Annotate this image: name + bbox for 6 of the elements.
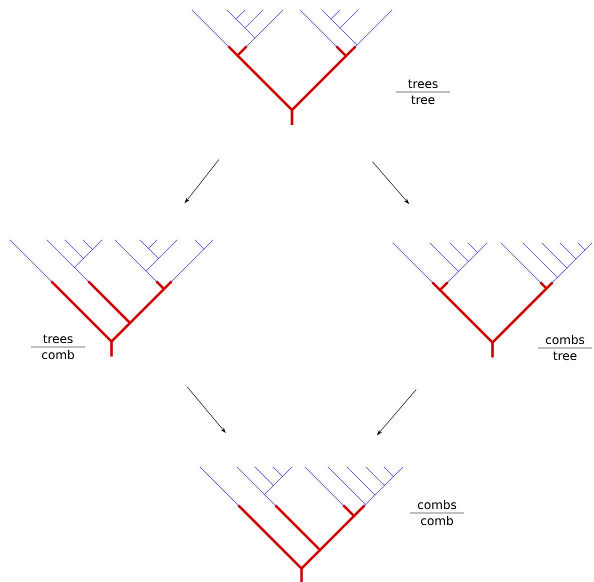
fraction-label: trees tree (396, 80, 450, 104)
fraction-label: trees comb (30, 334, 86, 360)
fraction-label: combs tree (538, 334, 592, 360)
tree-drawing (200, 466, 404, 582)
tree-drawing (192, 10, 392, 125)
fraction-label: combs comb (410, 500, 464, 526)
